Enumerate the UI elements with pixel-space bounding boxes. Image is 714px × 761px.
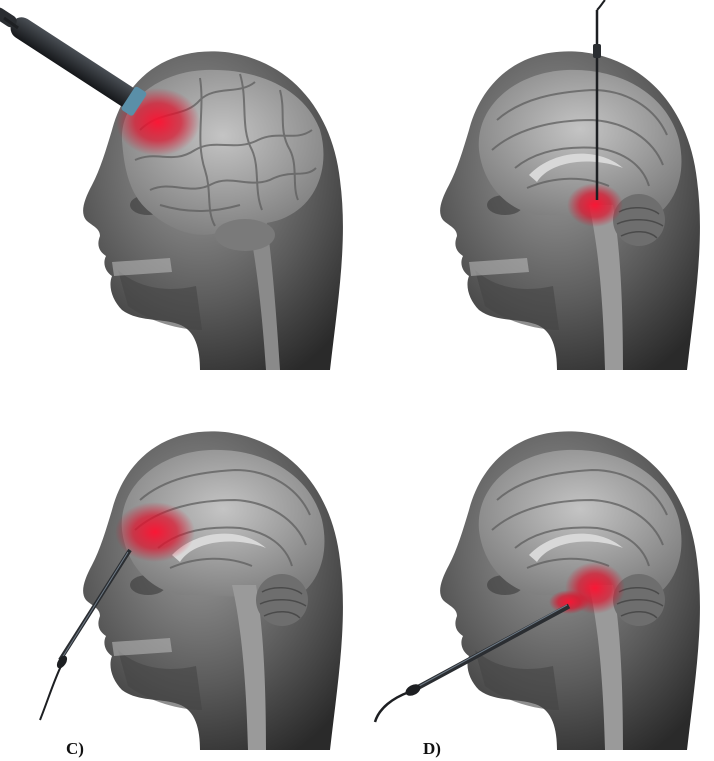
panel-label-a: A) <box>66 379 84 380</box>
teeth <box>469 258 529 276</box>
teeth <box>112 638 172 656</box>
brainstem <box>589 585 623 750</box>
cerebellum <box>215 219 275 251</box>
stimulation-zone <box>115 502 195 562</box>
jaw-shadow <box>118 270 202 330</box>
teeth <box>112 258 172 276</box>
jaw-shadow <box>118 650 202 710</box>
probe-shaft-highlight <box>61 551 129 659</box>
brain-sagittal <box>478 449 682 598</box>
probe-shaft-highlight <box>418 604 568 687</box>
probe-cable <box>373 690 410 723</box>
needle-hub <box>593 44 601 58</box>
brain-gyri <box>491 468 668 569</box>
probe-cable <box>39 663 63 721</box>
probe-cable <box>3 16 19 30</box>
panel-label-b: B) <box>425 379 442 380</box>
transoral-probe <box>415 603 571 691</box>
cerebellum-folia <box>259 587 307 619</box>
corpus-callosum <box>529 533 623 562</box>
panel-b-illustration: B) <box>425 0 700 380</box>
brainstem <box>589 205 623 370</box>
tms-probe <box>0 7 147 116</box>
panel-c: C) <box>0 380 357 760</box>
corpus-callosum <box>172 533 266 562</box>
panel-b: B) <box>357 0 714 380</box>
probe-handle <box>56 655 68 669</box>
panel-label-c: C) <box>66 739 84 758</box>
panel-a: A) <box>0 0 357 380</box>
needle-cable <box>596 0 606 11</box>
brain-sagittal <box>478 69 682 219</box>
panel-a-illustration: A) <box>0 7 343 380</box>
spinal-cord <box>248 218 280 370</box>
stimulation-zone-secondary <box>549 590 589 614</box>
brainstem <box>232 585 266 750</box>
jaw-shadow <box>475 270 559 330</box>
panel-label-d: D) <box>423 739 441 758</box>
panel-c-illustration: C) <box>39 431 343 758</box>
panel-d-illustration: D) <box>373 431 700 758</box>
corpus-callosum <box>529 153 623 182</box>
stimulation-zone <box>567 183 623 227</box>
panel-d: D) <box>357 380 714 760</box>
brain-sagittal <box>121 449 325 598</box>
jaw-shadow <box>475 650 559 710</box>
